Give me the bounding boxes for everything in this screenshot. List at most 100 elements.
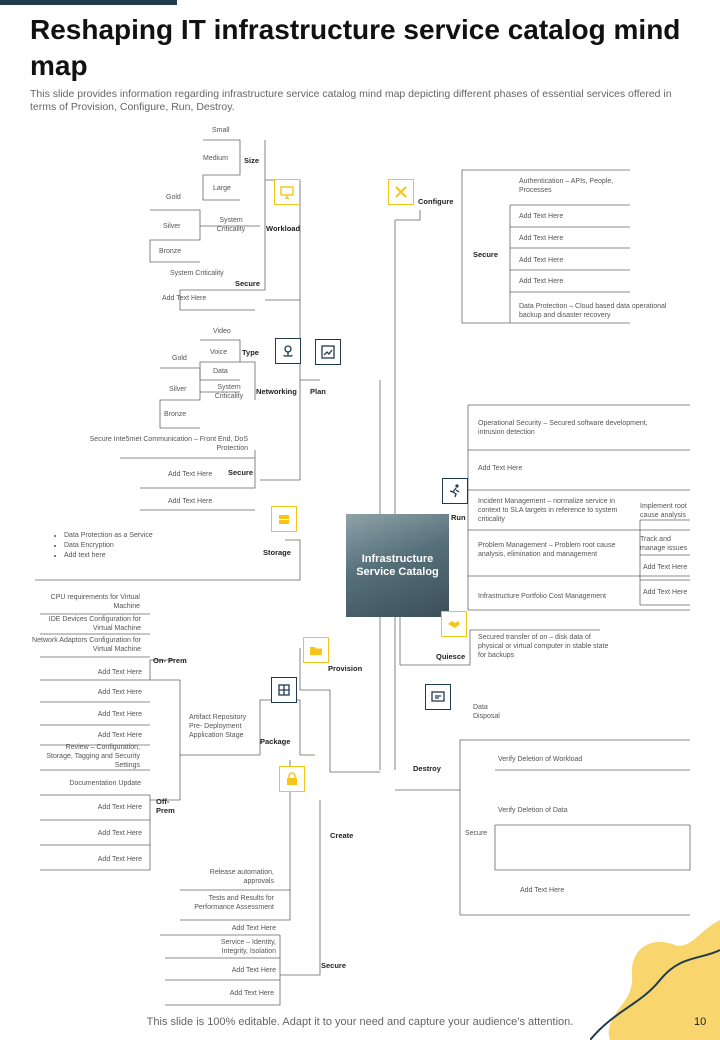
provision-secure-item: Add Text Here (229, 990, 274, 997)
networking-criticality-label: System Criticality (214, 384, 244, 400)
networking-secure-item: Secure Inte5rnet Communication – Front E… (89, 436, 248, 452)
workload-secure-item: System Criticality (170, 270, 224, 277)
on-prem-item: CPU requirements for Virtual Machine (50, 594, 140, 610)
decorative-blob (590, 920, 720, 1040)
configure-secure-label: Secure (473, 250, 499, 259)
destroy-label: Destroy (413, 764, 441, 773)
network-icon (275, 338, 301, 364)
quiesce-item: Secured transfer of on – disk data of ph… (478, 634, 609, 659)
central-node-label: Infrastructure Service Catalog (356, 552, 439, 578)
on-prem-item: Add Text Here (97, 732, 142, 739)
run-item: Problem Management – Problem root cause … (478, 542, 616, 558)
run-icon (442, 478, 468, 504)
workload-secure-label: Secure (235, 279, 261, 288)
provision-secure-item: Service – Identity, Integrity, Isolation (220, 939, 276, 955)
configure-secure-item: Add Text Here (519, 278, 564, 285)
lock-icon (279, 766, 305, 792)
criticality-item: Silver (163, 223, 181, 230)
workload-secure-item: Add Text Here (162, 295, 207, 302)
title-accent-bar (0, 0, 177, 5)
type-item: Video (213, 328, 231, 335)
criticality-item: Bronze (159, 248, 182, 255)
storage-bullet: Data Encryption (64, 541, 153, 551)
networking-secure-item: Add Text Here (168, 498, 213, 505)
off-prem-item: Review – Configuration, Storage, Tagging… (46, 744, 140, 769)
workload-label: Workload (266, 224, 301, 233)
plan-label: Plan (310, 387, 326, 396)
networking-label: Networking (256, 387, 297, 396)
configure-label: Configure (418, 197, 454, 206)
artifact-repository: Artifact Repository Pre- Deployment Appl… (189, 714, 247, 739)
on-prem-item: Add Text Here (97, 669, 142, 676)
networking-criticality-item: Gold (172, 355, 187, 362)
off-prem-item: Add Text Here (97, 856, 142, 863)
run-item: Add Text Here (478, 465, 523, 472)
data-disposal-icon (425, 684, 451, 710)
problem-sub-item: Add Text Here (643, 564, 688, 571)
problem-sub-item: Add Text Here (643, 589, 688, 596)
handshake-icon (441, 611, 467, 637)
configure-secure-item: Add Text Here (519, 257, 564, 264)
package-label: Package (260, 737, 291, 746)
storage-icon (271, 506, 297, 532)
incident-sub-item: Implement root cause analysis (640, 503, 687, 519)
off-prem-item: Add Text Here (97, 830, 142, 837)
data-disposal-label: Data Disposal (473, 704, 500, 720)
provision-secure-item: Add Text Here (231, 967, 276, 974)
storage-bullet-list: Data Protection as a Service Data Encryp… (46, 531, 153, 561)
destroy-item: Verify Deletion of Workload (498, 756, 583, 763)
provision-secure-item: Add Text Here (231, 925, 276, 932)
package-icon (271, 677, 297, 703)
off-prem-label: Off- Prem (156, 797, 175, 815)
page-title: Reshaping IT infrastructure service cata… (30, 14, 681, 81)
networking-criticality-item: Silver (169, 386, 187, 393)
plan-chart-icon (315, 339, 341, 365)
system-criticality-label: System Criticality (216, 217, 246, 233)
destroy-secure-label: Secure (465, 830, 488, 837)
off-prem-item: Add Text Here (97, 804, 142, 811)
quiesce-label: Quiesce (436, 652, 466, 661)
run-item: Incident Management – normalize service … (478, 498, 618, 523)
monitor-icon (274, 179, 300, 205)
size-label: Size (244, 156, 260, 165)
storage-label: Storage (263, 548, 291, 557)
on-prem-item: Add Text Here (97, 711, 142, 718)
size-item: Large (213, 185, 231, 192)
configure-secure-item: Authentication – APIs, People, Processes (519, 178, 614, 194)
on-prem-item: Add Text Here (97, 689, 142, 696)
configure-secure-item: Add Text Here (519, 235, 564, 242)
provision-folder-icon (303, 637, 329, 663)
create-label: Create (330, 831, 354, 840)
run-label: Run (451, 513, 466, 522)
type-item: Voice (210, 349, 228, 356)
provision-label: Provision (328, 664, 363, 673)
configure-secure-item: Data Protection – Cloud based data opera… (519, 303, 667, 319)
central-node: Infrastructure Service Catalog (346, 514, 449, 617)
footer-note: This slide is 100% editable. Adapt it to… (146, 1016, 574, 1028)
networking-criticality-item: Bronze (164, 411, 187, 418)
destroy-item: Verify Deletion of Data (498, 807, 568, 814)
type-item: Data (213, 368, 228, 375)
on-prem-item: Network Adaptors Configuration for Virtu… (32, 637, 141, 653)
problem-sub-item: Track and manage issues (640, 536, 688, 552)
page-number: 10 (694, 1016, 707, 1028)
storage-bullet: Data Protection as a Service (64, 531, 153, 541)
run-item: Infrastructure Portfolio Cost Management (478, 593, 607, 600)
networking-secure-item: Add Text Here (168, 471, 213, 478)
destroy-secure-item: Add Text Here (520, 887, 565, 894)
configure-secure-item: Add Text Here (519, 213, 564, 220)
provision-secure-label: Secure (321, 961, 347, 970)
type-label: Type (242, 348, 259, 357)
tools-icon (388, 179, 414, 205)
storage-bullet: Add text here (64, 551, 153, 561)
on-prem-item: IDE Devices Configuration for Virtual Ma… (48, 616, 141, 632)
on-prem-label: On- Prem (153, 656, 187, 665)
off-prem-item: Documentation Update (69, 780, 141, 787)
criticality-item: Gold (166, 194, 181, 201)
page-subtitle: This slide provides information regardin… (30, 88, 672, 113)
size-item: Small (212, 127, 230, 134)
run-item: Operational Security – Secured software … (478, 420, 648, 436)
size-item: Medium (203, 155, 228, 162)
networking-secure-label: Secure (228, 468, 254, 477)
